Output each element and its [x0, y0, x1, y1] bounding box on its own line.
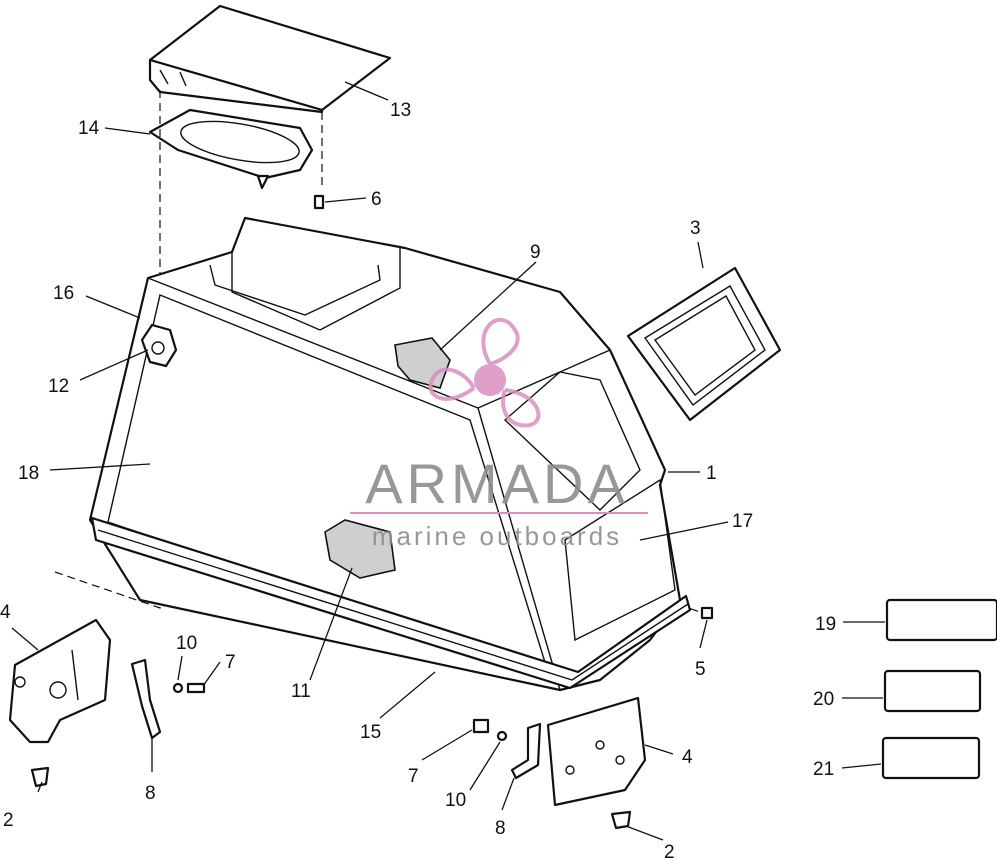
callout-8a: 8 — [145, 783, 156, 804]
part-10-washer-right — [496, 730, 508, 742]
callout-11: 11 — [291, 681, 311, 702]
callout-4a: 4 — [0, 602, 11, 623]
watermark-tagline: marine outboards — [372, 521, 622, 551]
callout-13: 13 — [390, 100, 411, 121]
part-13-top-cover — [148, 4, 392, 114]
part-14-gasket-frame — [148, 108, 314, 190]
callout-1: 1 — [706, 463, 717, 484]
watermark-brand: ARMADA — [365, 452, 629, 515]
callout-5: 5 — [695, 659, 706, 680]
alignment-line-bracket — [54, 571, 161, 609]
callout-7a: 7 — [225, 652, 236, 673]
callout-2b: 2 — [664, 842, 675, 858]
part-7-bolt-right — [472, 718, 490, 734]
callout-15: 15 — [360, 722, 381, 743]
callout-10b: 10 — [445, 790, 466, 811]
callout-21: 21 — [813, 759, 834, 780]
part-5-screw — [700, 606, 714, 620]
part-2-foot-left — [30, 766, 50, 788]
callout-6: 6 — [371, 189, 382, 210]
part-6-screw — [313, 194, 325, 210]
part-11-foam-pad — [324, 519, 396, 579]
callout-18: 18 — [18, 463, 39, 484]
part-19-decal — [885, 598, 997, 642]
part-4-bracket-right — [546, 696, 647, 807]
callout-19: 19 — [815, 614, 836, 635]
part-8-clip-right — [510, 722, 542, 780]
callout-17: 17 — [732, 511, 753, 532]
callout-20: 20 — [813, 689, 834, 710]
part-4-bracket-left — [8, 618, 112, 744]
part-20-decal — [883, 669, 982, 713]
part-10-washer-left — [172, 682, 184, 694]
part-7-bolt-left — [186, 682, 206, 694]
part-12-latch-knob — [140, 323, 178, 368]
part-21-decal — [881, 736, 981, 780]
callout-3: 3 — [690, 218, 701, 239]
leader-lines — [11, 81, 885, 841]
part-1-cowling — [88, 216, 692, 692]
part-2-foot-right — [610, 810, 632, 830]
callout-10a: 10 — [176, 633, 197, 654]
part-8-clip-left — [130, 658, 162, 740]
callout-12: 12 — [48, 376, 69, 397]
callout-16: 16 — [53, 283, 74, 304]
callout-4b: 4 — [682, 747, 693, 768]
callout-7b: 7 — [408, 766, 419, 787]
part-3-vent-grille — [626, 266, 782, 422]
callout-2a: 2 — [3, 810, 14, 831]
armada-logo-icon — [428, 317, 541, 428]
callout-9: 9 — [530, 242, 541, 263]
callout-labels: 1 2 2 3 4 4 5 6 7 7 8 8 9 10 10 11 12 13… — [0, 100, 836, 858]
callout-14: 14 — [78, 118, 100, 139]
callout-8b: 8 — [495, 818, 506, 839]
